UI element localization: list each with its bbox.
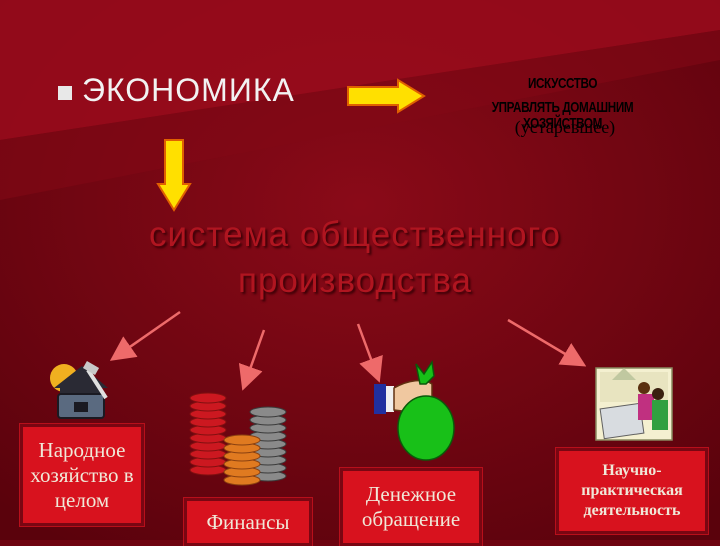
money-bag-icon (374, 359, 455, 461)
arrow-to-science (507, 318, 587, 367)
arrow-to-money-circulation (356, 323, 383, 383)
art-line-2: УПРАВЛЯТЬ ДОМАШНИМ ХОЗЯЙСТВОМ (491, 99, 634, 132)
bullet-square (58, 86, 72, 100)
box-national-economy-label: Народное хозяйство в целом (30, 437, 134, 512)
box-national-economy: Народное хозяйство в целом (20, 424, 144, 526)
box-money-circulation: Денежное обращение (340, 468, 482, 546)
box-finance-label: Финансы (206, 509, 290, 534)
heading-line-2: производства (238, 261, 472, 300)
house-tools-icon (50, 361, 108, 419)
box-money-circulation-label: Денежное обращение (361, 482, 461, 531)
arrow-to-finance (238, 329, 266, 391)
economics-title: ЭКОНОМИКА (82, 72, 295, 108)
box-science: Научно- практическая деятельность (556, 448, 708, 534)
coin-stacks-icon (189, 392, 287, 486)
outdated-label: (устаревшее) (514, 117, 616, 137)
box-finance: Финансы (184, 498, 312, 546)
box-science-label: Научно- практическая деятельность (581, 462, 683, 519)
social-production-heading: система общественного производства (110, 212, 600, 304)
heading-line-1: система общественного (148, 215, 562, 254)
down-arrow (156, 139, 192, 212)
right-arrow (347, 78, 426, 114)
classroom-icon (595, 367, 673, 441)
art-line-1: ИСКУССТВО (527, 75, 598, 92)
arrow-to-national-economy (109, 310, 181, 361)
